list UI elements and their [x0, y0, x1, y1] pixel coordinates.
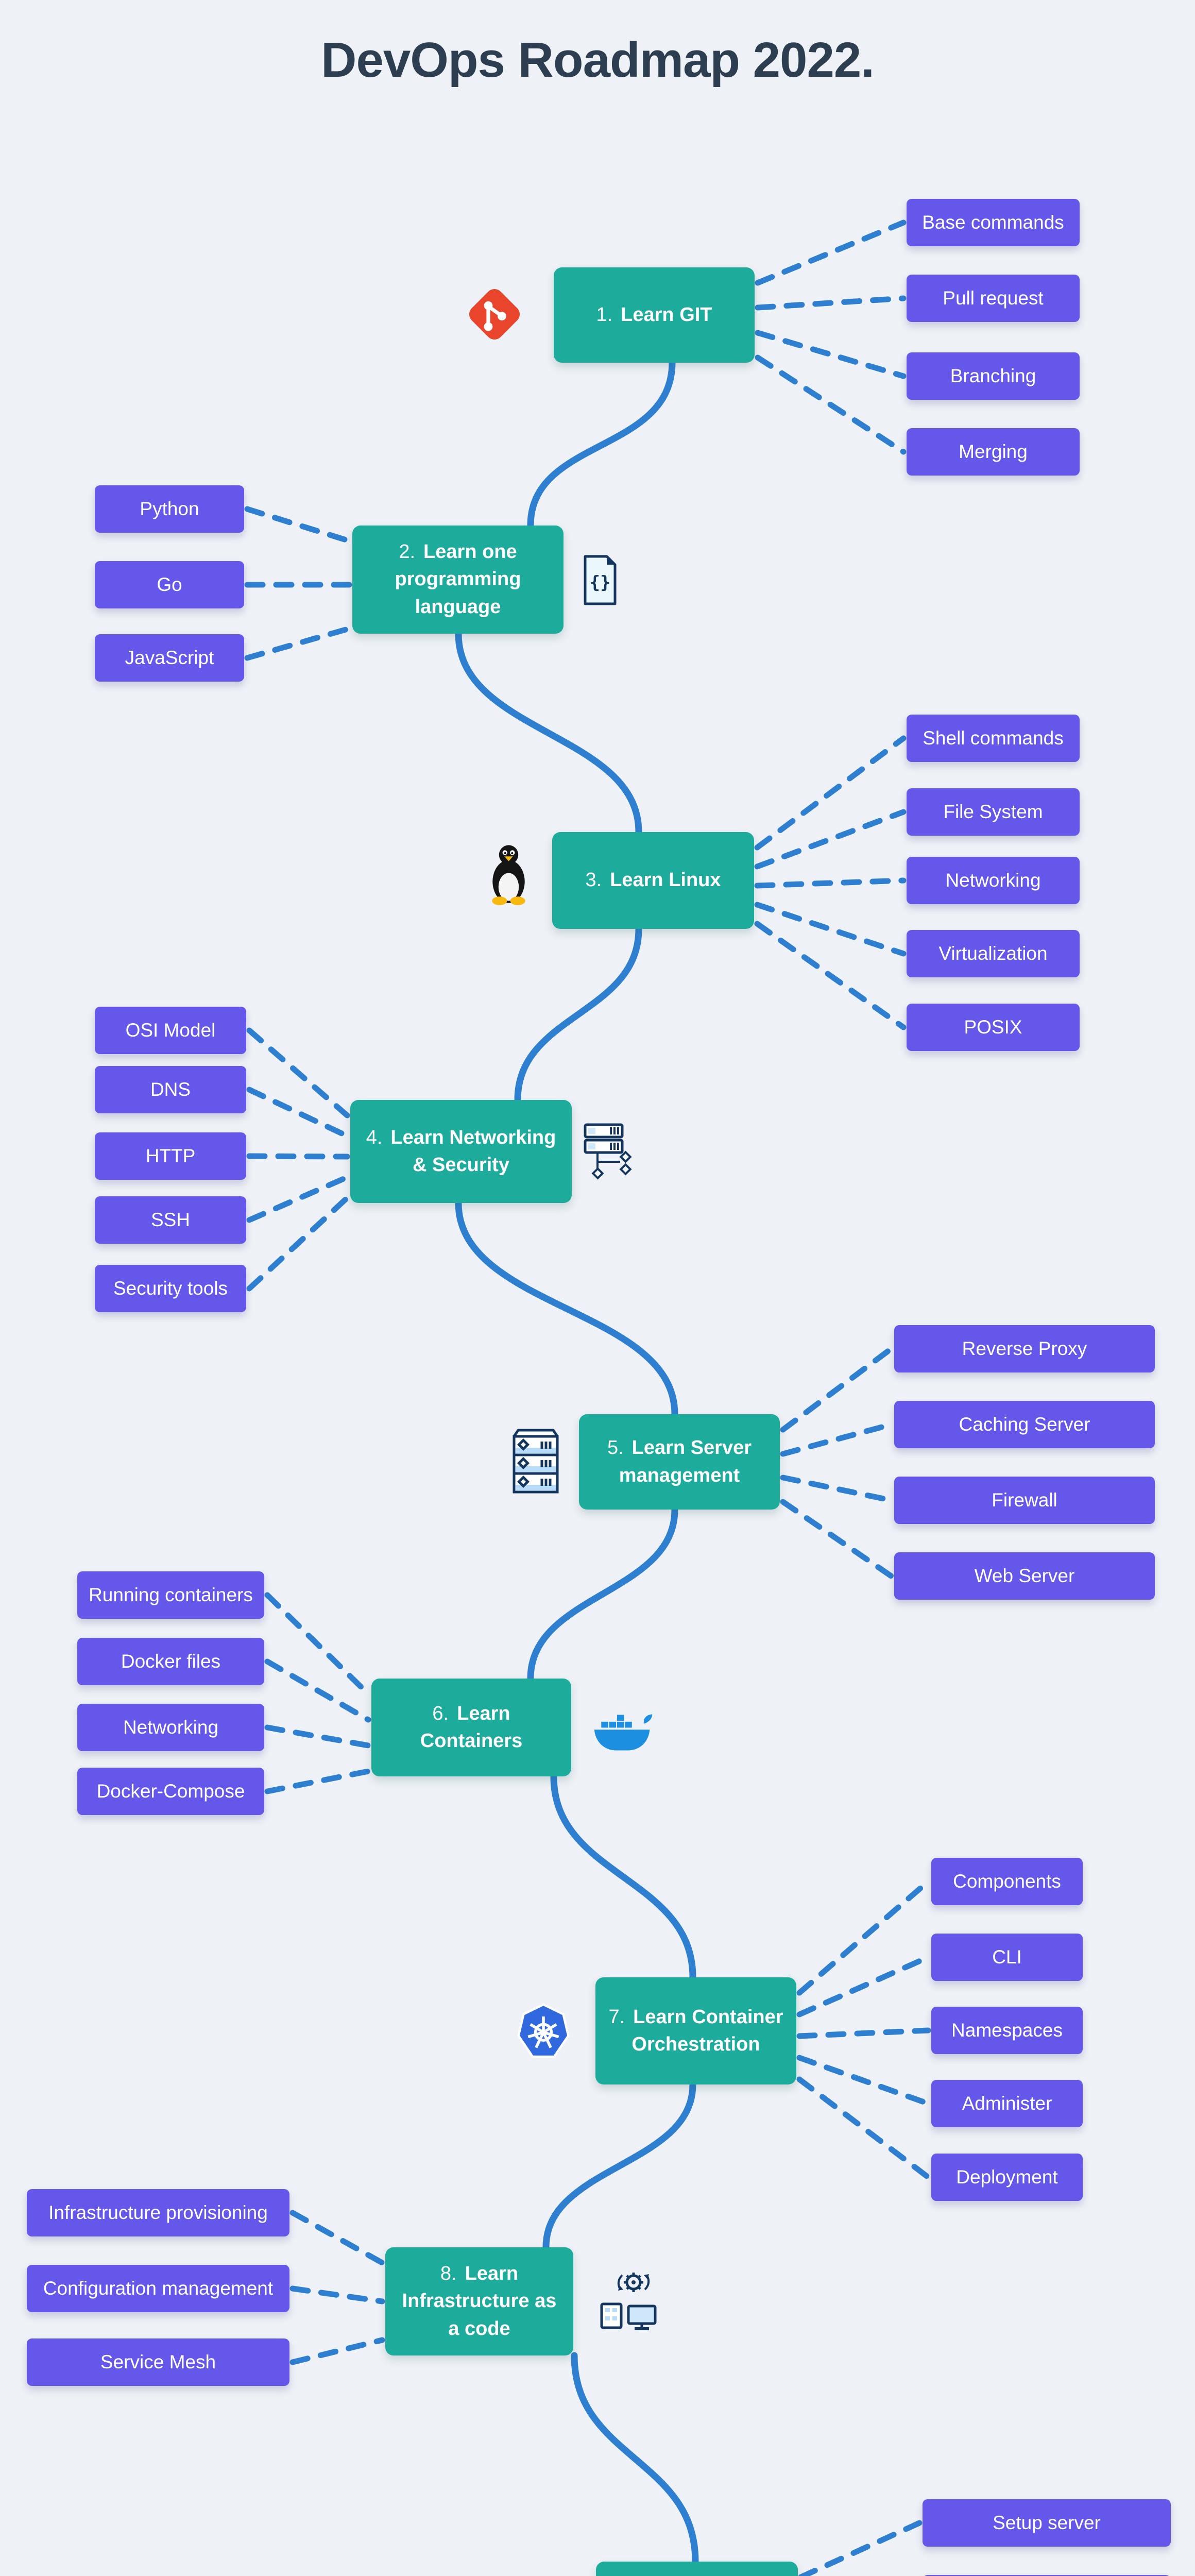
- leaf-namespaces[interactable]: Namespaces: [931, 2007, 1083, 2054]
- leaf-virtualization[interactable]: Virtualization: [907, 930, 1080, 977]
- leaf-base-commands[interactable]: Base commands: [907, 199, 1080, 246]
- leaf-dns[interactable]: DNS: [95, 1066, 246, 1113]
- node-number: 7.: [608, 2006, 625, 2028]
- node-learn-git[interactable]: 1. Learn GIT: [554, 267, 755, 363]
- node-number: 4.: [366, 1126, 383, 1148]
- node-number: 5.: [607, 1437, 624, 1459]
- git-icon: [464, 283, 525, 345]
- docker-icon: [592, 1708, 654, 1757]
- leaf-pull-request[interactable]: Pull request: [907, 275, 1080, 322]
- leaf-caching-server[interactable]: Caching Server: [894, 1401, 1155, 1448]
- leaf-administer[interactable]: Administer: [931, 2080, 1083, 2127]
- trunk-curve: [455, 359, 699, 2565]
- leaf-go[interactable]: Go: [95, 561, 244, 608]
- leaf-configuration-management[interactable]: Configuration management: [27, 2265, 289, 2312]
- leaf-ssh[interactable]: SSH: [95, 1196, 246, 1244]
- node-number: 8.: [440, 2263, 457, 2285]
- leaf-components[interactable]: Components: [931, 1858, 1083, 1905]
- leaf-http[interactable]: HTTP: [95, 1132, 246, 1180]
- leaf-deployment[interactable]: Deployment: [931, 2154, 1083, 2201]
- node-label: Learn one programming language: [395, 541, 521, 618]
- leaf-infrastructure-provisioning[interactable]: Infrastructure provisioning: [27, 2189, 289, 2236]
- node-learn-containers[interactable]: 6.Learn Containers: [371, 1679, 571, 1776]
- node-number: 1.: [596, 303, 613, 326]
- leaf-security-tools[interactable]: Security tools: [95, 1265, 246, 1312]
- node-learn-networking-security[interactable]: 4. Learn Networking & Security: [350, 1100, 572, 1203]
- node-learn-infrastructure-as-code[interactable]: 8.Learn Infrastructure as a code: [385, 2247, 573, 2355]
- node-number: 6.: [432, 1702, 449, 1724]
- leaf-web-server[interactable]: Web Server: [894, 1552, 1155, 1600]
- svg-text:{}: {}: [590, 572, 611, 593]
- leaf-posix[interactable]: POSIX: [907, 1004, 1080, 1051]
- leaf-firewall[interactable]: Firewall: [894, 1477, 1155, 1524]
- leaf-python[interactable]: Python: [95, 485, 244, 533]
- leaf-running-containers[interactable]: Running containers: [77, 1571, 264, 1619]
- leaf-integration[interactable]: Integration: [923, 2575, 1171, 2576]
- leaf-service-mesh[interactable]: Service Mesh: [27, 2338, 289, 2386]
- node-label: Learn GIT: [621, 303, 712, 326]
- leaf-networking-containers[interactable]: Networking: [77, 1704, 264, 1751]
- leaf-branching[interactable]: Branching: [907, 352, 1080, 400]
- node-number: 3.: [585, 869, 602, 891]
- leaf-setup-server[interactable]: Setup server: [923, 2499, 1171, 2547]
- node-learn-cicd[interactable]: 9.Learn CI/CD: [596, 2562, 798, 2576]
- leaf-networking[interactable]: Networking: [907, 857, 1080, 904]
- node-label: Learn Containers: [420, 1702, 523, 1752]
- node-learn-server-management[interactable]: 5.Learn Server management: [579, 1414, 780, 1510]
- node-learn-programming-language[interactable]: 2.Learn one programming language: [352, 526, 564, 634]
- leaf-merging[interactable]: Merging: [907, 428, 1080, 476]
- node-label: Learn Server management: [619, 1437, 752, 1486]
- page-title: DevOps Roadmap 2022.: [321, 32, 875, 88]
- node-label: Learn Networking & Security: [390, 1126, 556, 1176]
- node-number: 2.: [399, 541, 416, 563]
- node-learn-linux[interactable]: 3. Learn Linux: [552, 832, 754, 929]
- leaf-shell-commands[interactable]: Shell commands: [907, 715, 1080, 762]
- kubernetes-icon: [515, 2002, 572, 2061]
- node-label: Learn Linux: [610, 869, 721, 891]
- linux-tux-icon: [482, 840, 536, 907]
- leaf-osi-model[interactable]: OSI Model: [95, 1007, 246, 1054]
- network-security-icon: [582, 1121, 641, 1180]
- branch-dashed-lines: [244, 219, 931, 2576]
- leaf-reverse-proxy[interactable]: Reverse Proxy: [894, 1325, 1155, 1372]
- node-learn-container-orchestration[interactable]: 7. Learn Container Orchestration: [595, 1977, 796, 2084]
- leaf-cli[interactable]: CLI: [931, 1934, 1083, 1981]
- node-label: Learn Container Orchestration: [631, 2006, 783, 2055]
- leaf-docker-compose[interactable]: Docker-Compose: [77, 1768, 264, 1815]
- leaf-javascript[interactable]: JavaScript: [95, 634, 244, 682]
- code-file-icon: {}: [582, 554, 618, 606]
- leaf-file-system[interactable]: File System: [907, 788, 1080, 836]
- node-label: Learn Infrastructure as a code: [402, 2263, 557, 2340]
- leaf-docker-files[interactable]: Docker files: [77, 1638, 264, 1685]
- iac-icon: [596, 2264, 661, 2334]
- server-rack-icon: [510, 1427, 561, 1494]
